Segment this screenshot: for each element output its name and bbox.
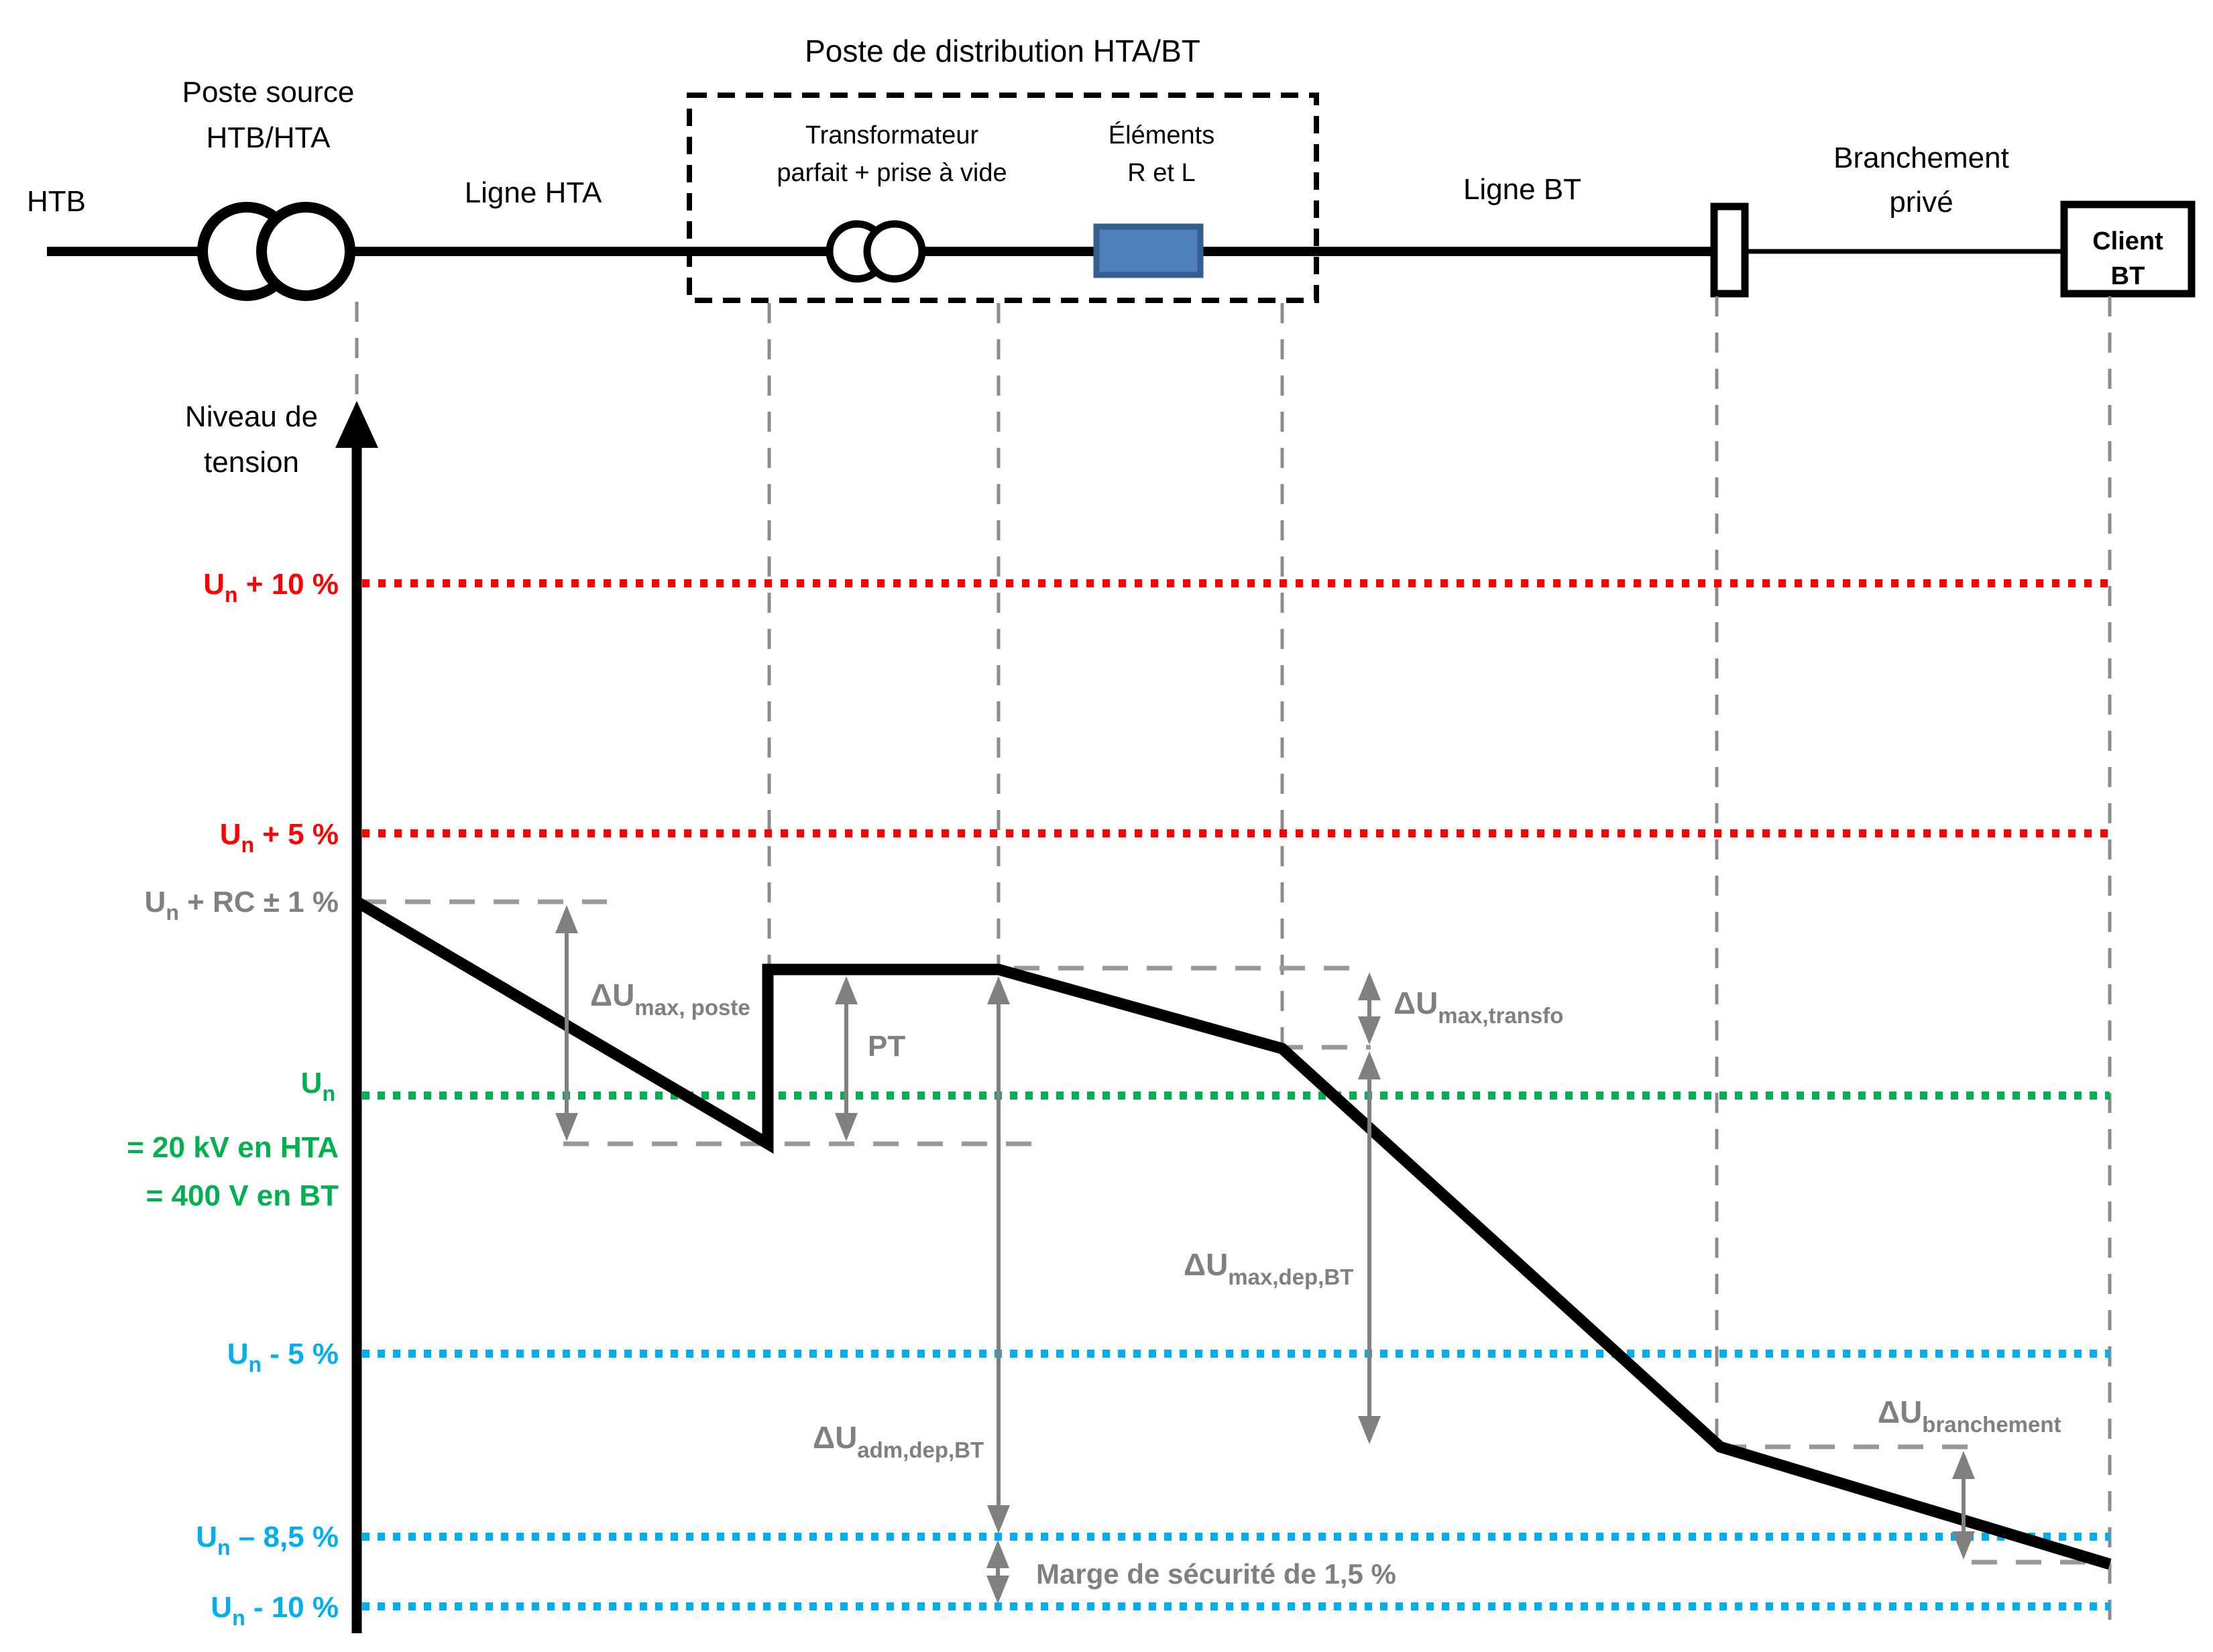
arrowhead (987, 976, 1010, 1004)
client-bt-label-line1: Client (2092, 227, 2163, 255)
client-bt-label-line2: BT (2111, 262, 2145, 290)
junction-box (1710, 202, 1749, 298)
distribution-transformer-circle-right (863, 220, 926, 283)
arrowhead (987, 1505, 1010, 1533)
transfo-label-line1: Transformateur (805, 121, 979, 150)
poste-distribution-title: Poste de distribution HTA/BT (805, 34, 1200, 68)
vertical-reference-lines (355, 296, 2112, 1629)
arrowhead (986, 1576, 1009, 1604)
elements-label-line2: R et L (1127, 159, 1195, 187)
arrowhead (1952, 1531, 1975, 1559)
branchement-label-line2: privé (1889, 186, 1953, 219)
arrowhead (986, 1540, 1009, 1568)
label-du-adm-dep-bt: ΔUadm,dep,BT (813, 1420, 984, 1462)
transfo-label-line2: parfait + prise à vide (777, 159, 1007, 187)
branchement-label-line1: Branchement (1833, 141, 2009, 174)
arrowhead (1358, 972, 1381, 1000)
label-un-bt: = 400 V en BT (146, 1179, 339, 1212)
elements-label-line1: Éléments (1109, 121, 1214, 150)
arrowhead (1358, 1016, 1381, 1045)
label-un-minus10: Un - 10 % (211, 1591, 339, 1630)
measurement-dashes (361, 899, 2111, 1565)
label-du-max-transfo: ΔUmax,transfo (1394, 986, 1563, 1028)
arrowhead (1358, 1416, 1381, 1444)
label-un-rc: Un + RC ± 1 % (145, 886, 339, 925)
label-un-hta: = 20 kV en HTA (127, 1131, 339, 1164)
label-un-minus5: Un - 5 % (227, 1338, 339, 1376)
rl-element-rect (1093, 223, 1204, 278)
ligne-hta-label: Ligne HTA (465, 176, 602, 209)
axis-title-line2: tension (204, 446, 299, 479)
label-marge-securite: Marge de sécurité de 1,5 % (1036, 1558, 1396, 1590)
arrowhead (835, 1113, 858, 1141)
label-un-minus85: Un – 8,5 % (196, 1521, 339, 1559)
measurement-arrow-shafts (565, 932, 1966, 1578)
distribution-substation-box (687, 93, 1319, 303)
measurement-arrowheads (555, 905, 1975, 1604)
voltage-axis-arrowhead (335, 401, 378, 448)
label-du-max-poste: ΔUmax, poste (590, 978, 750, 1020)
voltage-profile-curve (353, 896, 2112, 1570)
ligne-bt-label: Ligne BT (1463, 173, 1581, 206)
arrowhead (1358, 1051, 1381, 1079)
arrowhead (835, 976, 858, 1004)
label-un-plus10: Un + 10 % (203, 568, 339, 607)
arrowhead (555, 905, 578, 933)
label-un-plus5: Un + 5 % (220, 818, 339, 857)
poste-source-label-line2: HTB/HTA (207, 121, 331, 154)
label-pt: PT (868, 1030, 905, 1063)
source-transformer-circle-right (256, 202, 355, 301)
axis-title-line1: Niveau de (185, 400, 318, 433)
htb-label: HTB (27, 185, 86, 218)
label-du-max-dep-bt: ΔUmax,dep,BT (1184, 1247, 1353, 1289)
poste-source-label-line1: Poste source (182, 76, 355, 109)
label-un: Un (301, 1067, 335, 1106)
label-du-branchement: ΔUbranchement (1878, 1395, 2061, 1437)
arrowhead (555, 1113, 578, 1141)
client-bt-box (2060, 200, 2196, 298)
arrowhead (1952, 1451, 1975, 1479)
